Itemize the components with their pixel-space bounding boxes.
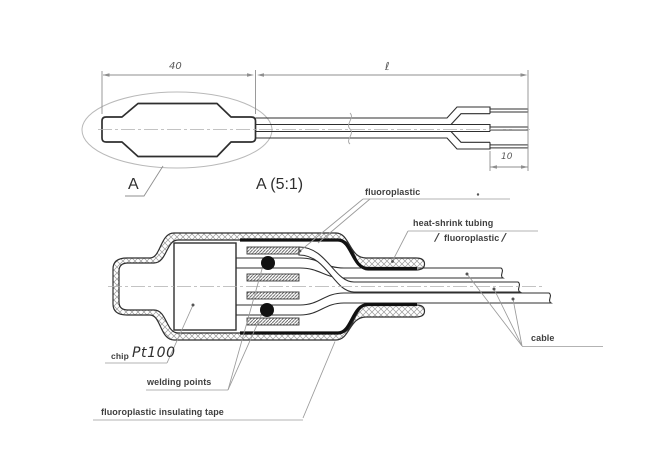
detail-view-title: A (5:1) <box>256 176 304 193</box>
dimension-10-text: 10 <box>501 152 513 162</box>
dimension-length-text: ℓ <box>385 60 390 73</box>
label-fluoroplastic-top: fluoroplastic <box>365 187 421 197</box>
label-underlines <box>93 198 603 421</box>
slash-mark-right: / <box>502 231 507 244</box>
detail-marker-leader <box>125 165 164 197</box>
label-insulating-tape: fluoroplastic insulating tape <box>101 407 224 417</box>
detail-view <box>93 193 603 421</box>
leader-dots <box>191 193 515 307</box>
dimension-40 <box>101 70 256 114</box>
sensor-body-outline <box>101 102 257 158</box>
detail-marker-label: A <box>128 176 139 193</box>
heat-shrink-tubing-lines <box>240 238 417 335</box>
label-heat-shrink-tubing: heat-shrink tubing <box>413 218 494 228</box>
welding-point-bottom <box>260 303 274 317</box>
bare-wire-tips <box>489 108 529 149</box>
wire-middle <box>298 246 522 293</box>
leader-lines <box>166 198 523 419</box>
tape-strips <box>246 246 300 326</box>
dimension-L <box>257 70 529 171</box>
dimension-10 <box>489 151 528 171</box>
insulating-tape-wrap-shell <box>112 232 426 341</box>
slash-mark-left: / <box>435 231 440 244</box>
label-welding-points: welding points <box>147 377 212 387</box>
label-cable: cable <box>531 333 555 343</box>
overview-view <box>81 70 530 197</box>
cable-break-mark <box>348 112 352 145</box>
welding-point-top <box>261 256 275 270</box>
wire-bottom <box>235 292 553 316</box>
label-fluoroplastic-mid: fluoroplastic <box>444 233 500 243</box>
cable-wires-overview <box>255 106 491 150</box>
dimension-40-text: 40 <box>169 61 182 72</box>
detail-boundary-ellipse <box>81 91 273 169</box>
label-chip-prefix: chip <box>111 351 129 361</box>
label-chip-model: Pt100 <box>132 345 176 361</box>
